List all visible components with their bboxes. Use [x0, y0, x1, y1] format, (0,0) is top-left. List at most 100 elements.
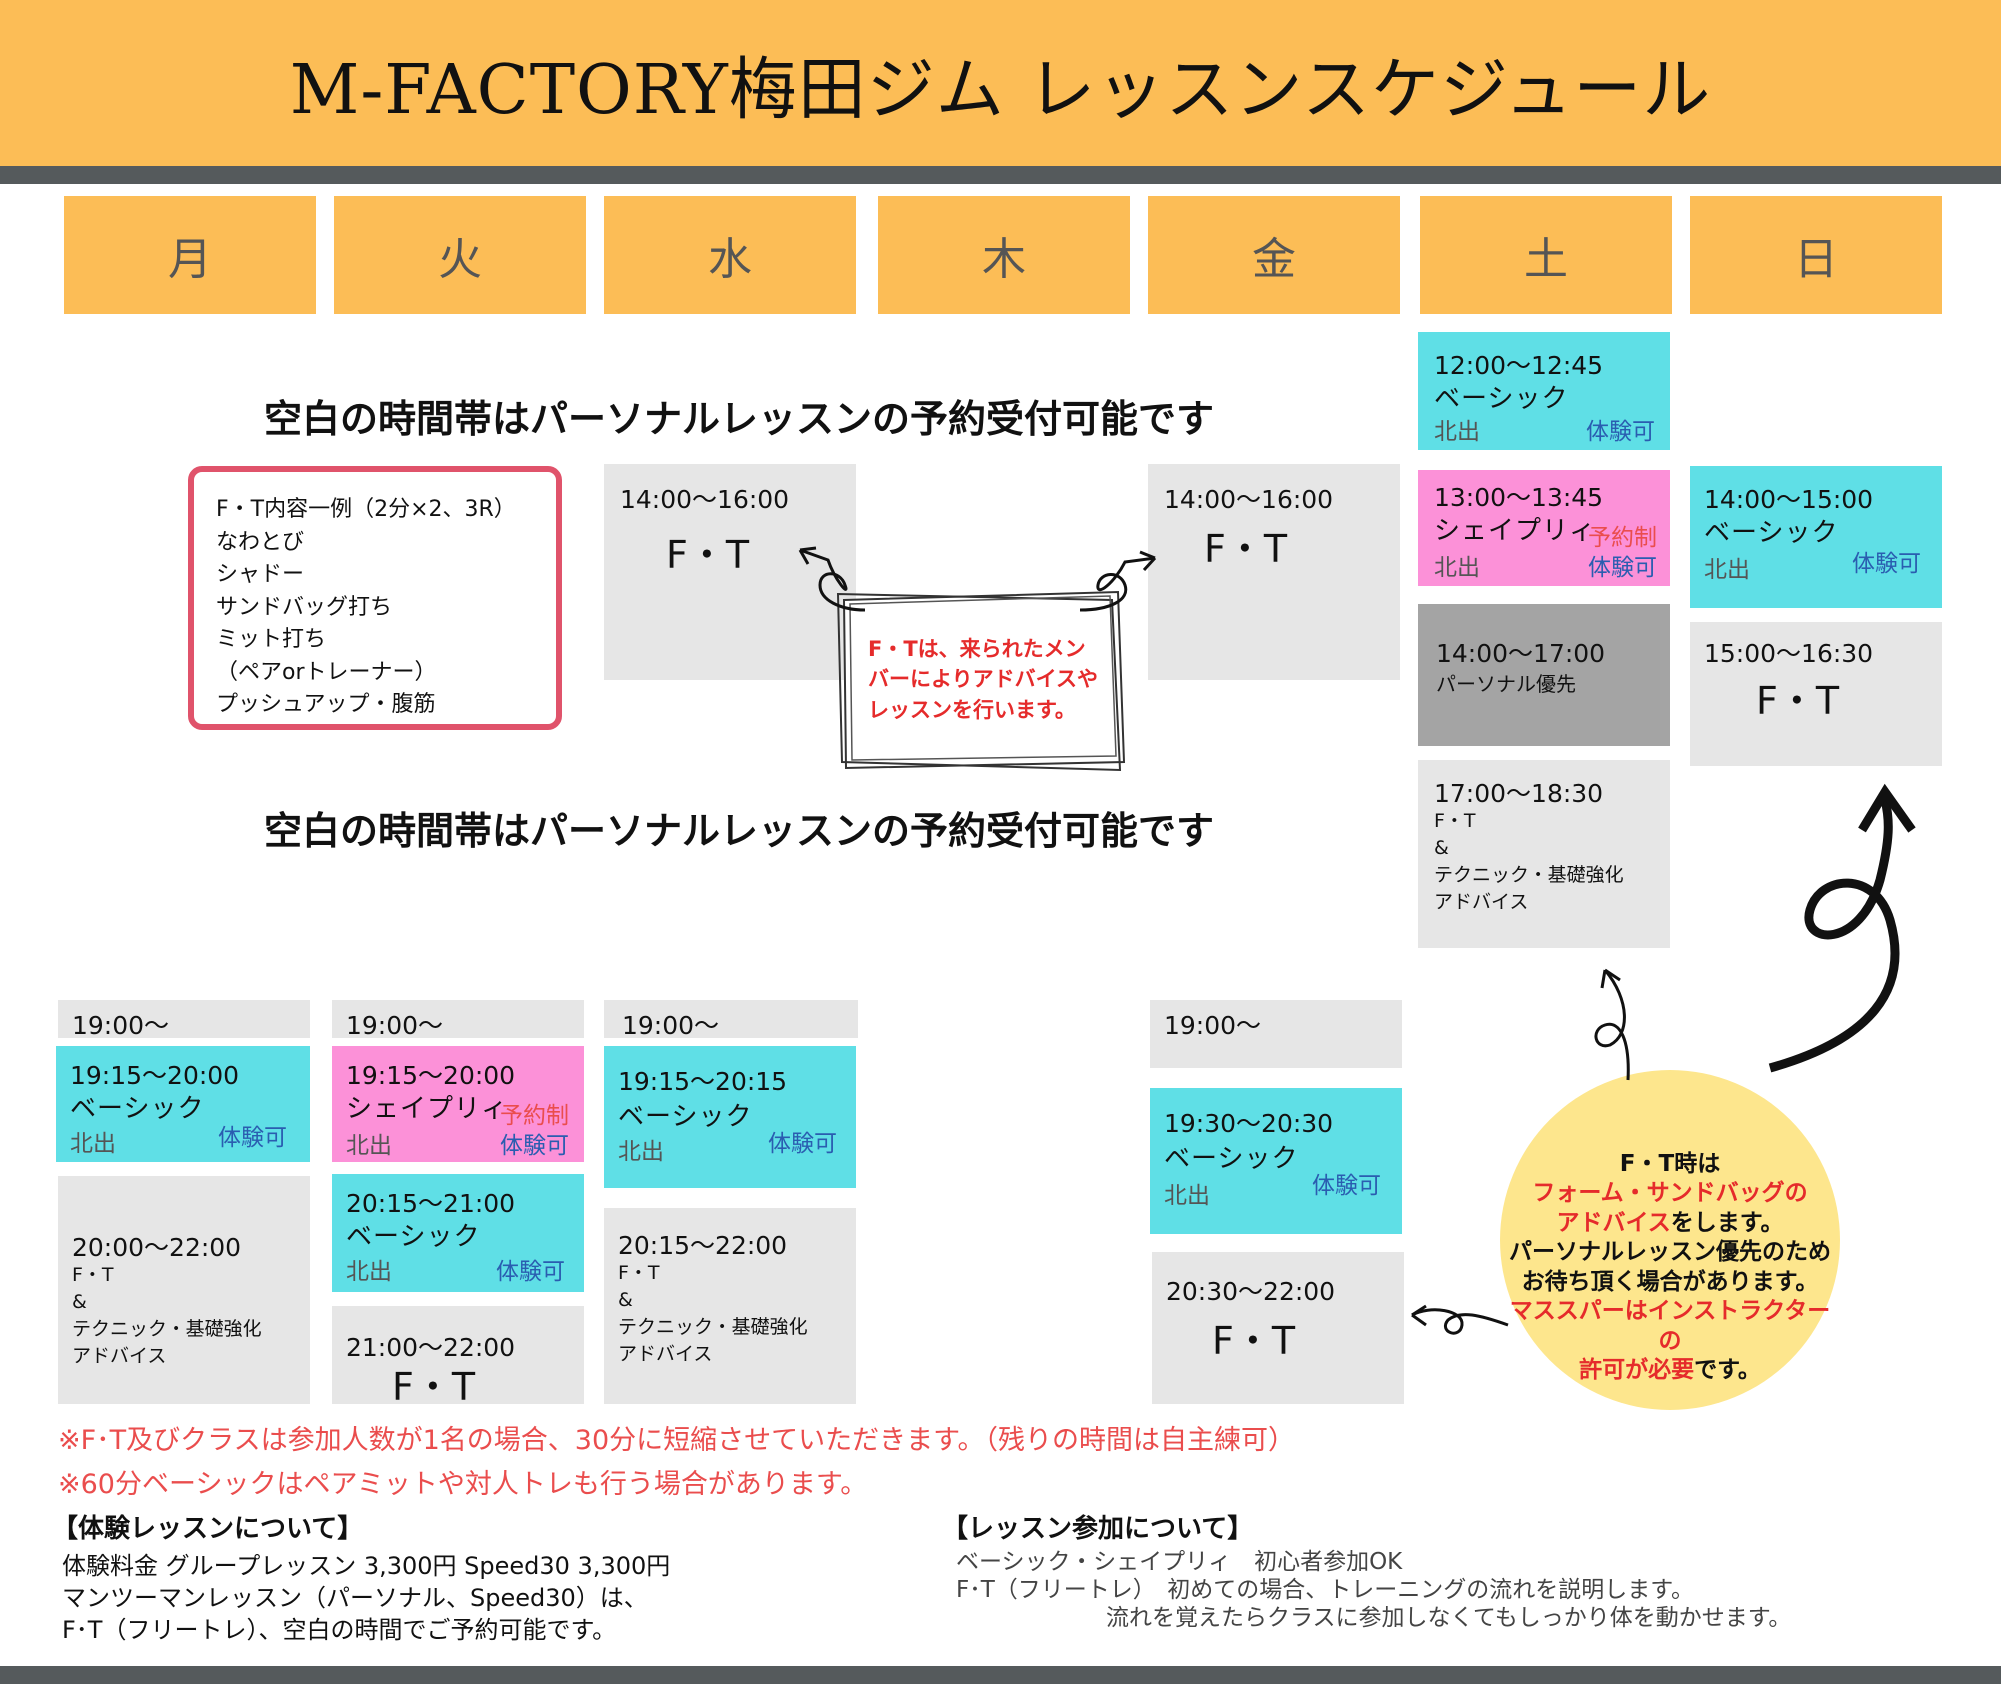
slot-advice: アドバイス — [72, 1345, 167, 1367]
slot-instructor: 北出 — [346, 1133, 392, 1159]
info-line: お待ち頂く場合があります。 — [1521, 1268, 1819, 1295]
slot-class: ベーシック — [346, 1222, 481, 1252]
slot-class: ベーシック — [1704, 518, 1839, 548]
day-header-thu: 木 — [878, 196, 1130, 314]
slot-time: 20:30〜22:00 — [1166, 1277, 1336, 1306]
slot-class: F・T — [1204, 527, 1288, 571]
ft-example-line: F・T内容一例（2分×2、3R） — [216, 497, 516, 522]
slot-instructor: 北出 — [1434, 555, 1480, 581]
day-header-tue: 火 — [334, 196, 586, 314]
ft-example-line: サンドバッグ打ち — [216, 594, 393, 620]
slot-trial-badge: 体験可 — [1586, 419, 1655, 445]
slot-trial-badge: 体験可 — [496, 1259, 565, 1285]
info-emphasis: 許可が必要 — [1579, 1357, 1695, 1384]
slot-sat-1400[interactable]: 14:00〜17:00 パーソナル優先 — [1418, 604, 1670, 746]
trial-section-title: 【体験レッスンについて】 — [52, 1514, 364, 1544]
ft-example-line: なわとび — [216, 529, 305, 555]
info-text: をします。 — [1670, 1209, 1784, 1236]
slot-class: F・T — [618, 1262, 660, 1284]
slot-mon-1915[interactable]: 19:15〜20:00 ベーシック 北出 体験可 — [56, 1046, 310, 1162]
slot-tue-1900[interactable]: 19:00〜 — [332, 1000, 584, 1040]
ft-note-line: バーによりアドバイスや — [868, 667, 1098, 692]
ft-note-frame — [836, 590, 1126, 772]
ft-example-line: シャドー — [216, 562, 305, 588]
info-emphasis: アドバイス — [1556, 1209, 1671, 1236]
ft-example-line: （ペアorトレーナー） — [216, 659, 437, 685]
slot-sat-1200[interactable]: 12:00〜12:45 ベーシック 北出 体験可 — [1418, 332, 1670, 450]
lesson-section-line: ベーシック・シェイプリィ 初心者参加OK — [956, 1549, 1403, 1575]
slot-time: 20:15〜22:00 — [618, 1231, 788, 1260]
slot-wed-1915[interactable]: 19:15〜20:15 ベーシック 北出 体験可 — [604, 1046, 856, 1188]
slot-time: 15:00〜16:30 — [1704, 639, 1874, 668]
slot-class: シェイプリィ — [346, 1094, 509, 1124]
header-divider — [0, 166, 2001, 184]
footer-divider — [0, 1666, 2001, 1684]
slot-tue-1915[interactable]: 19:15〜20:00 シェイプリィ 予約制 北出 体験可 — [332, 1046, 584, 1162]
slot-instructor: 北出 — [618, 1139, 664, 1165]
info-text: です。 — [1694, 1357, 1761, 1384]
slot-reservation-badge: 予約制 — [500, 1103, 569, 1129]
slot-wed-2015[interactable]: 20:15〜22:00 F・T & テクニック・基礎強化 アドバイス — [604, 1208, 856, 1404]
ft-example-line: ミット打ち — [216, 627, 327, 653]
day-header-fri: 金 — [1148, 196, 1400, 314]
slot-class: F・T — [392, 1365, 476, 1409]
slot-wed-1400[interactable]: 14:00〜16:00 F・T — [604, 464, 856, 680]
slot-class: ベーシック — [70, 1094, 205, 1124]
slot-mon-2000[interactable]: 20:00〜22:00 F・T & テクニック・基礎強化 アドバイス — [58, 1176, 310, 1404]
ft-example-line: プッシュアップ・腹筋 — [216, 692, 436, 718]
slot-sun-1400[interactable]: 14:00〜15:00 ベーシック 北出 体験可 — [1690, 466, 1942, 608]
curly-arrow-icon — [798, 546, 1157, 612]
slot-technique: テクニック・基礎強化 — [618, 1316, 808, 1338]
slot-amp: & — [618, 1289, 633, 1311]
slot-instructor: 北出 — [70, 1131, 116, 1157]
slot-mon-1900[interactable]: 19:00〜 — [58, 1000, 310, 1040]
slot-amp: & — [1434, 837, 1449, 859]
slot-time: 20:15〜21:00 — [346, 1189, 516, 1218]
ft-note-line: レッスンを行います。 — [868, 697, 1076, 722]
slot-class: F・T — [666, 533, 750, 577]
slot-instructor: 北出 — [1164, 1183, 1210, 1209]
slot-time: 14:00〜17:00 — [1436, 639, 1606, 668]
slot-class: ベーシック — [1164, 1144, 1299, 1174]
slot-time: 19:00〜 — [346, 1011, 444, 1040]
slot-time: 19:00〜 — [1164, 1011, 1262, 1040]
slot-time: 17:00〜18:30 — [1434, 779, 1604, 808]
ft-note-text: F・Tは、来られたメン バーによりアドバイスや レッスンを行います。 — [868, 634, 1098, 725]
ft-example-box: F・T内容一例（2分×2、3R） なわとび シャドー サンドバッグ打ち ミット打… — [188, 466, 562, 730]
ft-info-text: F・T時は フォーム・サンドバッグの アドバイスをします。 パーソナルレッスン優… — [1500, 1150, 1840, 1386]
day-header-mon: 月 — [64, 196, 316, 314]
day-header-sun: 日 — [1690, 196, 1942, 314]
info-line-red: フォーム・サンドバッグの — [1532, 1180, 1808, 1207]
slot-fri-1400[interactable]: 14:00〜16:00 F・T — [1148, 464, 1400, 680]
trial-section-line: F･T（フリートレ）、空白の時間でご予約可能です。 — [62, 1616, 617, 1644]
slot-time: 19:30〜20:30 — [1164, 1109, 1334, 1138]
slot-class: F・T — [1756, 679, 1840, 723]
slot-sat-1300[interactable]: 13:00〜13:45 シェイプリィ 予約制 北出 体験可 — [1418, 470, 1670, 586]
trial-section-line: マンツーマンレッスン（パーソナル、Speed30）は、 — [62, 1584, 648, 1612]
trial-section-line: 体験料金 グループレッスン 3,300円 Speed30 3,300円 — [62, 1552, 671, 1580]
slot-sun-1500[interactable]: 15:00〜16:30 F・T — [1690, 622, 1942, 766]
slot-advice: アドバイス — [1434, 891, 1529, 913]
slot-amp: & — [72, 1291, 87, 1313]
lesson-section-title: 【レッスン参加について】 — [942, 1514, 1254, 1544]
curly-arrow-icon — [1411, 783, 1916, 1335]
slot-tue-2100[interactable]: 21:00〜22:00 F・T — [332, 1306, 584, 1409]
slot-fri-1930[interactable]: 19:30〜20:30 ベーシック 北出 体験可 — [1150, 1088, 1402, 1234]
slot-wed-1900[interactable]: 19:00〜 — [604, 1000, 858, 1040]
slot-class: ベーシック — [1434, 384, 1569, 414]
info-line: アドバイスをします。 — [1500, 1209, 1840, 1238]
slot-sat-1700[interactable]: 17:00〜18:30 F・T & テクニック・基礎強化 アドバイス — [1418, 760, 1670, 948]
lesson-section-line: 流れを覚えたらクラスに参加しなくてもしっかり体を動かせます。 — [1106, 1605, 1792, 1631]
slot-tue-2015[interactable]: 20:15〜21:00 ベーシック 北出 体験可 — [332, 1174, 584, 1292]
info-line: 許可が必要です。 — [1500, 1356, 1840, 1385]
slot-class: パーソナル優先 — [1436, 672, 1576, 696]
header-bar — [0, 0, 2001, 166]
slot-class: F・T — [72, 1264, 114, 1286]
day-header-wed: 水 — [604, 196, 856, 314]
info-line: パーソナルレッスン優先のため — [1509, 1239, 1831, 1266]
slot-class: ベーシック — [618, 1102, 753, 1132]
slot-time: 20:00〜22:00 — [72, 1233, 242, 1262]
slot-fri-2030[interactable]: 20:30〜22:00 F・T — [1152, 1252, 1404, 1404]
slot-class: F・T — [1212, 1319, 1296, 1363]
slot-fri-1900[interactable]: 19:00〜 — [1150, 1000, 1402, 1068]
